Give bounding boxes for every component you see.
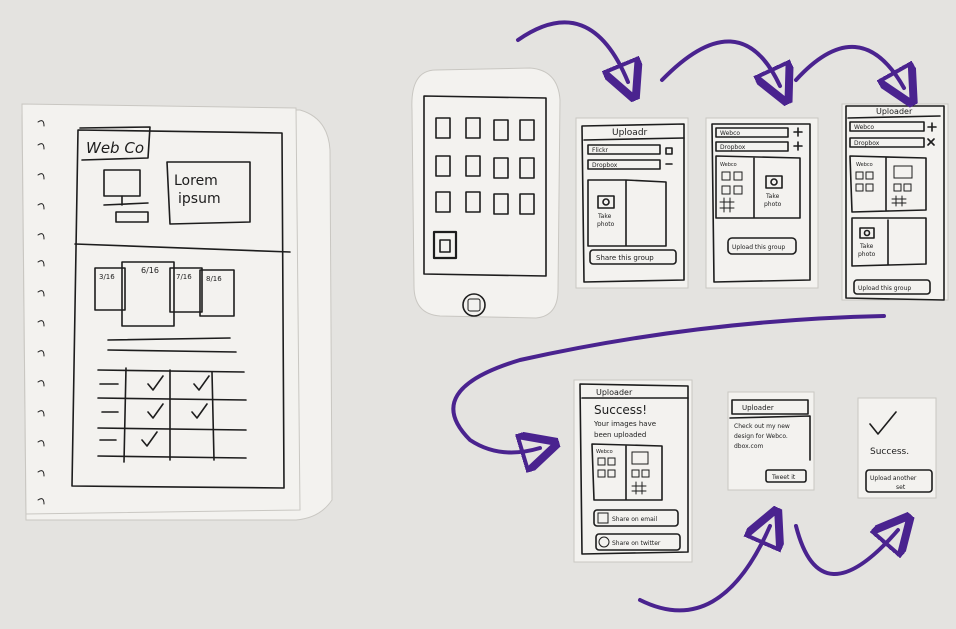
screen2-field-1: Webco: [720, 130, 740, 137]
hero-text-1: Lorem: [174, 173, 218, 189]
tab-label-3: 7/16: [176, 273, 192, 281]
website-sketch: Web Co Lorem ipsum 3/16 7/16 8/16 6/16: [21, 103, 333, 521]
tweet-button[interactable]: [765, 469, 807, 483]
screen5-title: Uploader: [742, 404, 774, 412]
share-email-button[interactable]: [593, 509, 679, 527]
screen3-field-2: Dropbox: [854, 140, 880, 147]
screen4-title: Uploader: [596, 388, 633, 397]
screen5-button-label: Tweet it: [771, 474, 796, 481]
screen5-message-2: design for Webco.: [734, 433, 788, 440]
screen3-tile-label: Webco: [856, 162, 873, 168]
screen6-button-label-2: set: [896, 484, 906, 491]
screen3-photo-label-2: photo: [858, 251, 876, 258]
screen3-button-label: Upload this group: [858, 285, 911, 292]
phone-sketch: [411, 67, 561, 319]
screen-4: Uploader Success! Your images have been …: [573, 379, 693, 563]
upload-another-button[interactable]: [865, 469, 933, 493]
screen-5: Uploader Check out my new design for Web…: [727, 391, 815, 491]
webco-logo: Web Co: [86, 139, 144, 157]
screen5-message-3: dbox.com: [734, 443, 764, 450]
hero-text-2: ipsum: [178, 191, 221, 207]
share-group-button[interactable]: [589, 249, 677, 265]
screen3-photo-label-1: Take: [859, 243, 874, 250]
camera-icon: [597, 195, 615, 209]
screen4-button1-label: Share on email: [612, 516, 657, 523]
flow-arrows: [451, 20, 904, 613]
screen2-field-2: Dropbox: [720, 144, 746, 151]
upload-group-button-3[interactable]: [853, 279, 931, 295]
screen6-headline: Success.: [870, 447, 909, 457]
screen4-tile-label: Webco: [596, 449, 613, 455]
screen2-photo-label-1: Take: [765, 193, 780, 200]
screen1-photo-label-1: Take: [597, 213, 612, 220]
email-icon: [597, 512, 609, 524]
share-twitter-button[interactable]: [595, 533, 681, 551]
screen-1: Uploadr Flickr Dropbox Take photo Share …: [575, 117, 689, 289]
tab-label-4: 8/16: [206, 275, 222, 283]
screen5-message-1: Check out my new: [734, 423, 790, 430]
screen4-message-2: been uploaded: [594, 431, 646, 439]
screen6-button-label-1: Upload another: [870, 475, 917, 482]
screen4-button2-label: Share on twitter: [612, 540, 661, 547]
screen4-message-1: Your images have: [593, 420, 656, 428]
screen3-field-1: Webco: [854, 124, 874, 131]
screen1-button-label: Share this group: [596, 254, 654, 262]
screen4-headline: Success!: [594, 403, 647, 417]
screen-2: Webco Dropbox Webco Take photo Upload th…: [705, 117, 819, 289]
checkmark-icon: [869, 411, 897, 435]
screen1-field-2: Dropbox: [592, 162, 618, 169]
screen3-title: Uploader: [876, 107, 913, 116]
screen2-photo-label-2: photo: [764, 201, 782, 208]
screen2-tile-label: Webco: [720, 162, 737, 168]
screen-6: Success. Upload another set: [857, 397, 937, 499]
tab-label-1: 3/16: [99, 273, 115, 281]
screen-3: Uploader Webco Dropbox Webco Take photo …: [841, 103, 949, 301]
screen1-title: Uploadr: [612, 128, 648, 138]
notebook-holes: [37, 120, 45, 505]
screen1-field-1: Flickr: [592, 147, 609, 154]
screen2-button-label: Upload this group: [732, 244, 785, 251]
home-button-icon: [462, 293, 486, 317]
screen1-photo-label-2: photo: [597, 221, 615, 228]
twitter-icon: [598, 536, 610, 548]
tab-label-2: 6/16: [141, 266, 159, 275]
upload-group-button-2[interactable]: [727, 237, 797, 255]
